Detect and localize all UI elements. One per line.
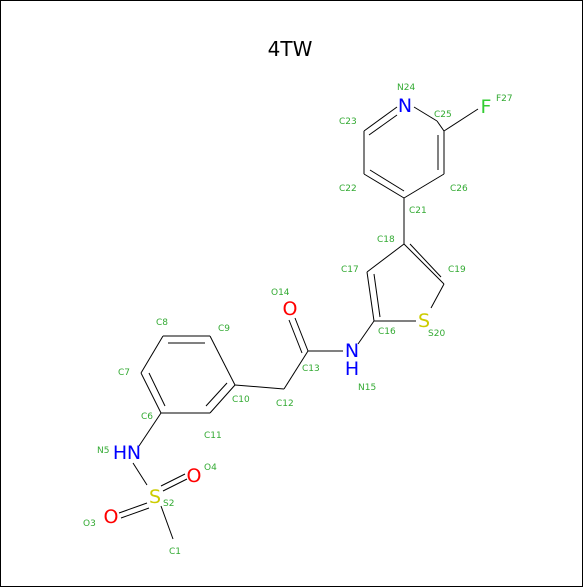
bond-c25-n24 <box>413 106 438 122</box>
bond-n5-s2 <box>132 462 148 486</box>
bond-s2-c1 <box>160 505 174 540</box>
label-c10: C10 <box>232 395 250 405</box>
bond-n24-c23 <box>363 106 398 132</box>
bond-c21-c26 <box>403 173 445 199</box>
bond-c13-o14-double <box>288 319 303 354</box>
bond-c18-c19-inner <box>409 243 442 278</box>
bond-c11-c10-inner <box>205 382 228 407</box>
label-s20: S20 <box>428 329 445 339</box>
symbol-n5: N <box>127 442 141 464</box>
label-c25: C25 <box>434 110 452 120</box>
symbol-o3: O <box>104 506 119 528</box>
label-c16: C16 <box>378 327 396 337</box>
bond-c16-c17 <box>366 271 375 322</box>
bond-c22-c21-inner <box>369 169 405 192</box>
bond-c10-c9 <box>209 335 236 386</box>
symbol-s20: S <box>418 310 430 332</box>
atom-labels: N24 C25 F27 C23 C22 C26 C21 C18 C17 C19 … <box>83 83 513 557</box>
bond-c11-c10 <box>209 384 236 414</box>
bond-c17-c18 <box>366 243 405 273</box>
symbol-h5: H <box>113 442 127 464</box>
bond-n24-c23-inner <box>368 114 398 136</box>
bond-c13-c12 <box>283 350 309 390</box>
bond-c16-c17-inner <box>373 273 381 318</box>
bond-c8-c7 <box>140 335 164 374</box>
diagram-title: 4TW <box>268 37 313 61</box>
label-c6: C6 <box>141 412 153 422</box>
bond-c13-o14 <box>294 317 309 352</box>
symbol-n24: N <box>398 95 412 117</box>
symbol-h15: H <box>345 358 359 380</box>
label-c26: C26 <box>450 184 468 194</box>
label-c17: C17 <box>341 265 359 275</box>
bonds <box>118 106 479 540</box>
bond-c18-c19 <box>403 243 445 285</box>
symbol-n15: N <box>345 340 359 362</box>
label-c23: C23 <box>339 117 357 127</box>
label-n5: N5 <box>97 446 109 456</box>
label-c7: C7 <box>118 368 130 378</box>
label-c11: C11 <box>204 431 222 441</box>
symbol-o4: O <box>187 465 202 487</box>
label-c19: C19 <box>448 265 466 275</box>
label-c1: C1 <box>169 547 181 557</box>
label-s2: S2 <box>163 499 174 509</box>
label-o4: O4 <box>204 463 217 473</box>
bond-s2-o4-double <box>160 473 186 487</box>
label-o14: O14 <box>271 288 290 298</box>
bond-c7-c6-inner <box>148 372 166 407</box>
bond-c25-c23-close <box>436 120 445 132</box>
symbol-s2: S <box>149 486 161 508</box>
bond-s2-o3 <box>118 502 148 514</box>
bond-c16-n15 <box>357 320 375 345</box>
bond-c12-c10 <box>234 384 285 390</box>
bond-c25-f27 <box>443 108 479 132</box>
symbol-f27: F <box>481 96 492 118</box>
bond-s2-o4 <box>162 478 188 492</box>
label-c9: C9 <box>218 324 230 334</box>
bond-c7-c6 <box>140 372 162 414</box>
label-c8: C8 <box>156 318 168 328</box>
bond-c6-n5 <box>138 412 162 447</box>
label-n15: N15 <box>358 383 376 393</box>
label-c22: C22 <box>339 184 357 194</box>
symbol-o14: O <box>283 298 298 320</box>
label-c13: C13 <box>302 364 320 374</box>
bond-s2-o3-double <box>120 507 150 519</box>
bond-c22-c21 <box>363 173 405 199</box>
label-o3: O3 <box>83 519 96 529</box>
label-c21: C21 <box>409 206 427 216</box>
label-c12: C12 <box>276 399 294 409</box>
label-n24: N24 <box>397 83 415 93</box>
element-symbols: N F S O N H N H S O O <box>104 95 492 528</box>
bond-c19-s20 <box>430 283 445 309</box>
label-f27: F27 <box>496 94 513 104</box>
label-c18: C18 <box>377 235 395 245</box>
